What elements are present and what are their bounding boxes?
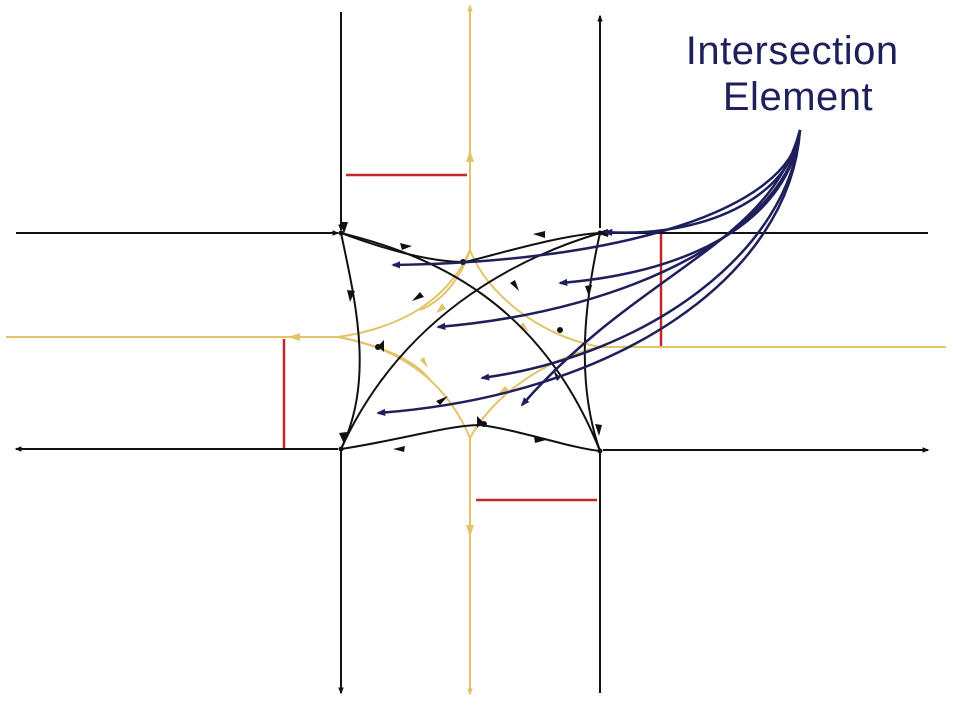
arrowhead-icon [288,333,300,341]
conflict-point [597,230,603,236]
arrowhead-icon [378,340,384,352]
path-ne-to-sw [340,232,601,450]
conflict-point [338,446,344,452]
arrowhead-icon [400,243,412,250]
arrowhead-icon [340,222,348,234]
arrowhead-icon [585,285,592,297]
callout-arrows [376,129,802,417]
turning-paths [340,232,601,452]
callout-arrow-5 [480,129,802,381]
conflict-point [481,421,487,427]
callout-label: Intersection Element [686,29,910,119]
centerline-inner-a [419,249,471,311]
callout-arrow-4 [436,129,802,330]
arrowhead-icon [393,446,405,452]
arrowhead-icon [339,432,347,444]
arrowhead-icon [520,322,529,332]
centerline-inner-b [337,336,431,381]
arrowhead-icon [477,416,483,428]
arrowhead-icon [533,231,545,238]
conflict-points [338,230,603,454]
centerline-turn-ne [469,249,601,348]
arrowhead-icon [595,424,602,436]
conflict-point [375,344,381,350]
arrowhead-icon [420,357,428,368]
conflict-point [557,327,563,333]
arrowhead-icon [534,436,546,443]
arrowhead-icon [412,292,424,301]
arrowhead-icon [436,396,448,405]
arrowhead-icon [347,290,355,302]
arrowhead-icon [466,150,474,162]
path-nw-to-sw [340,232,361,450]
callout-label-line2: Element [723,75,873,119]
conflict-point [338,230,344,236]
callout-arrow-7 [520,129,802,407]
arrowhead-icon [498,386,509,394]
centerlines [6,4,946,696]
path-nw-to-se [340,232,601,452]
arrowhead-icon [510,280,519,291]
callout-label-line1: Intersection [686,29,899,73]
conflict-point [597,448,603,454]
path-ne-to-se [583,232,601,452]
stop-bars [282,173,663,502]
callout-arrow-3 [558,129,802,287]
callout-arrow-6 [376,129,802,417]
centerline-arrowheads [288,150,529,537]
centerline-turn-se [469,346,601,439]
arrowhead-icon [466,525,474,537]
arrowhead-icon [436,303,446,313]
approach-lanes [14,12,930,695]
